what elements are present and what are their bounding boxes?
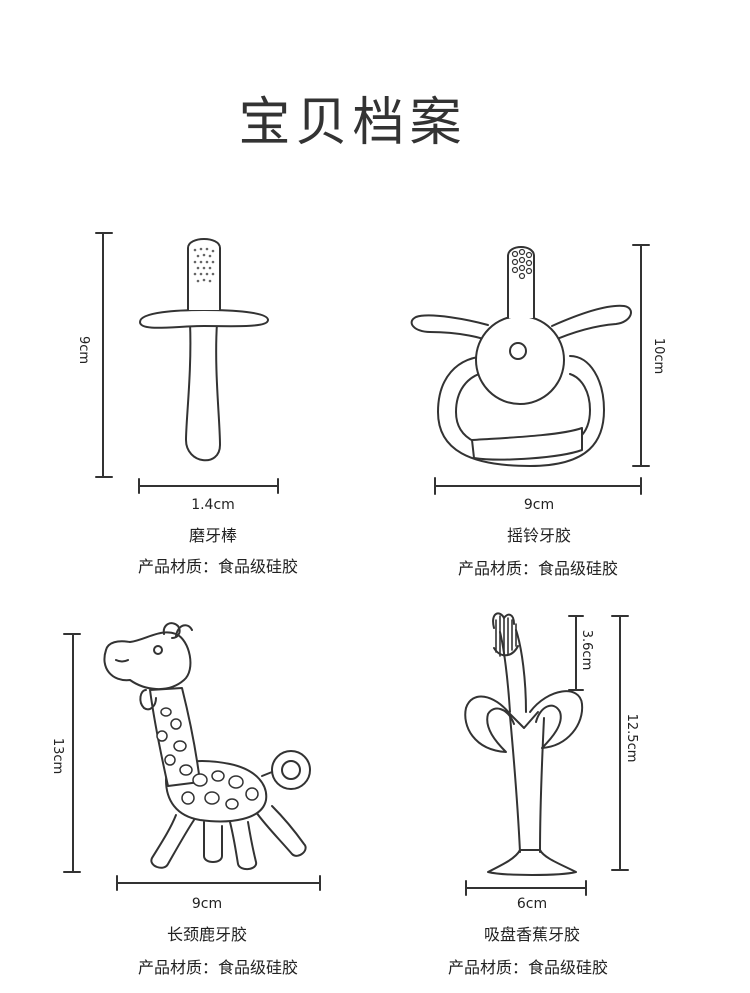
product-4-width-label: 6cm xyxy=(516,896,548,912)
product-3-material: 产品材质：食品级硅胶 xyxy=(137,958,298,977)
rattle-teether-illustration xyxy=(412,245,649,494)
product-4-brush-height-label: 3.6cm xyxy=(579,630,594,671)
giraffe-teether-illustration xyxy=(64,623,320,890)
product-1-height-label: 9cm xyxy=(76,336,91,364)
product-3-height-label: 13cm xyxy=(50,738,65,774)
product-4-name: 吸盘香蕉牙胶 xyxy=(483,925,580,944)
product-4-height-label: 12.5cm xyxy=(624,714,639,763)
product-2-material: 产品材质：食品级硅胶 xyxy=(457,559,618,578)
product-2-width-label: 9cm xyxy=(523,497,555,513)
product-1-material: 产品材质：食品级硅胶 xyxy=(137,557,298,576)
product-1-width-label: 1.4cm xyxy=(191,497,235,513)
product-2-name: 摇铃牙胶 xyxy=(506,526,571,545)
product-3-width-label: 9cm xyxy=(191,896,223,912)
product-3-name: 长颈鹿牙胶 xyxy=(166,925,247,944)
banana-teether-illustration xyxy=(465,613,628,895)
product-1-name: 磨牙棒 xyxy=(188,526,237,545)
page-title: 宝贝档案 xyxy=(238,93,467,153)
product-4-material: 产品材质：食品级硅胶 xyxy=(447,958,608,977)
teething-stick-illustration xyxy=(96,233,278,493)
product-2-height-label: 10cm xyxy=(651,338,666,374)
